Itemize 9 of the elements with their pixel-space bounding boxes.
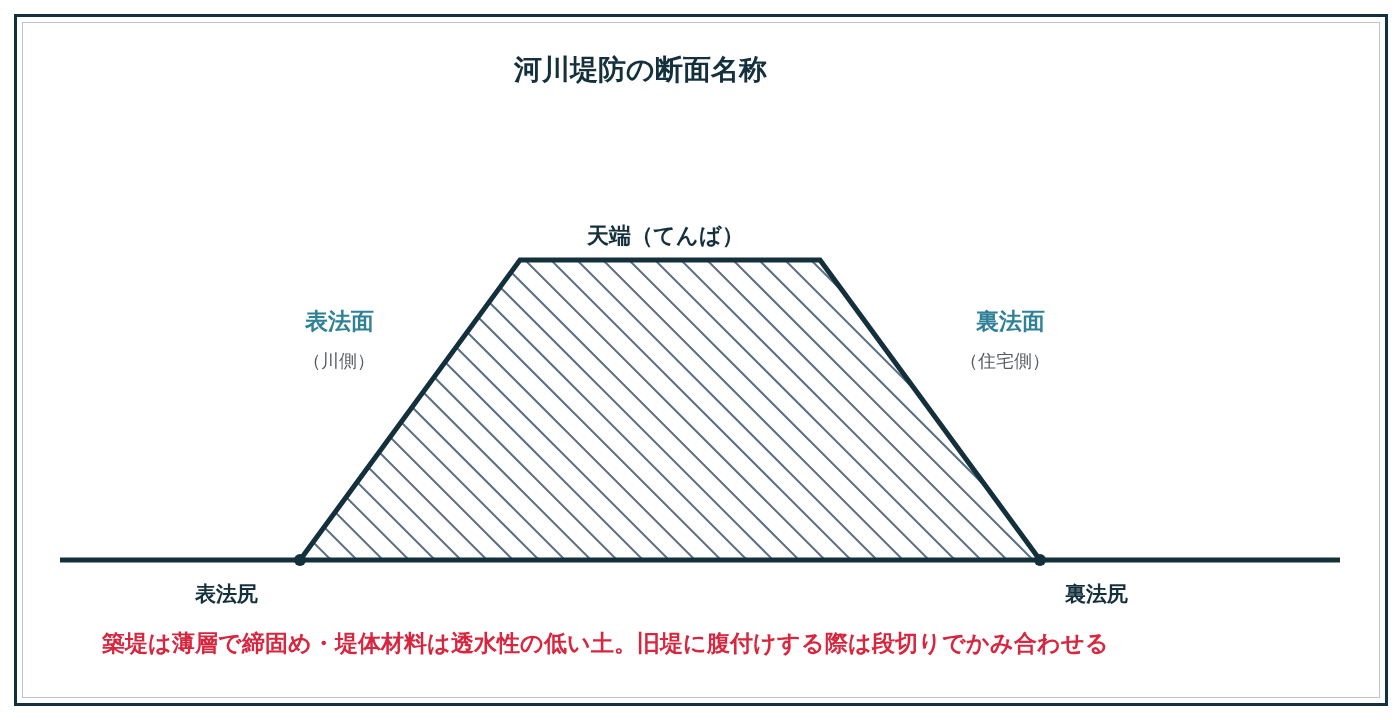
slope-label: 裏法面 <box>975 308 1045 336</box>
diagram-title: 河川堤防の断面名称 <box>513 53 767 87</box>
side-note: （川側） <box>303 350 375 372</box>
slope-label: 表法面 <box>304 308 374 336</box>
part-label: 天端（てんば） <box>586 222 744 250</box>
note-text: 築堤は薄層で締固め・堤体材料は透水性の低い土。旧堤に腹付けする際は段切りでかみ合わせる <box>101 630 1109 658</box>
part-label: 表法尻 <box>194 582 258 608</box>
part-label: 裏法尻 <box>1064 582 1128 608</box>
side-note: （住宅側） <box>960 350 1050 372</box>
